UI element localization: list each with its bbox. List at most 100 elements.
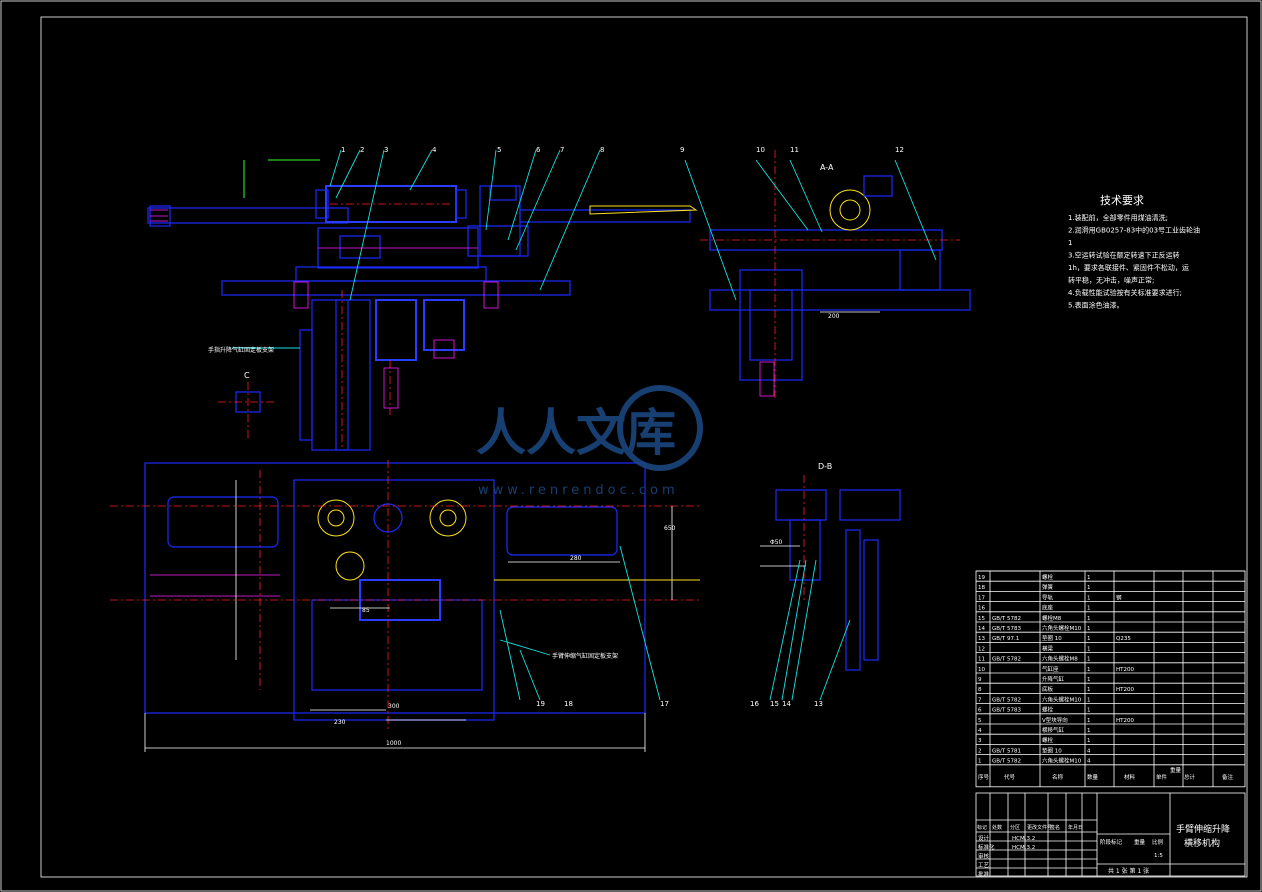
watermark: 人人文库 www.renrendoc.com — [476, 385, 703, 498]
tech-req-line: 1 — [1068, 239, 1072, 247]
bom-cell: HT200 — [1116, 718, 1134, 724]
mark-label: 比例 — [1152, 838, 1164, 846]
title-block: 标记处数分区更改文件号签名年月日设计标准化审核工艺批准HCM.3.2HCM.3.… — [975, 792, 1246, 878]
bom-cell: 16 — [978, 606, 985, 612]
bom-cell: 钢 — [1116, 593, 1122, 601]
part-label-16: 16 — [750, 700, 759, 708]
tech-req-line: 4.负载性能试验按有关标准要求进行; — [1068, 288, 1182, 297]
bom-header: 数量 — [1087, 773, 1099, 781]
bom-cell: 1 — [1087, 718, 1091, 724]
bom-cell: 六角头螺栓M10 — [1042, 695, 1082, 703]
bom-cell: 14 — [978, 626, 985, 632]
part-label-5: 5 — [497, 146, 501, 154]
bom-cell: 4 — [1087, 759, 1091, 765]
tech-req-line: 1.装配前，全部零件用煤油清洗; — [1068, 213, 1168, 222]
dim-a: 230 — [334, 719, 346, 726]
bom-cell: 1 — [1087, 677, 1091, 683]
aa-title: A-A — [820, 163, 834, 172]
bom-cell: 螺栓 — [1042, 736, 1054, 744]
bom-cell: 1 — [1087, 657, 1091, 663]
db-section — [760, 475, 901, 701]
std-code-2: HCM.3.2 — [1012, 845, 1035, 851]
part-label-4: 4 — [432, 146, 437, 154]
tech-req-line: 2.润滑用GB0257-83中的03号工业齿轮油 — [1068, 226, 1200, 235]
tech-req-line: 5.表面涂色油漆。 — [1068, 301, 1124, 310]
revision-label: 标记 — [977, 824, 987, 831]
bom-cell: 1 — [1087, 585, 1091, 591]
bom-cell: 13 — [978, 636, 985, 642]
svg-text:人人文库: 人人文库 — [476, 404, 676, 462]
bom-cell: 底座 — [1042, 604, 1054, 612]
bom-cell: GB/T 97.1 — [992, 636, 1019, 642]
bom-cell: 9 — [978, 677, 982, 683]
part-label-3: 3 — [384, 146, 388, 154]
db-title: D-B — [818, 462, 832, 471]
bom-cell: 底板 — [1042, 685, 1054, 693]
tech-req-line: 1h，要求各联接件、紧固件不松动，运 — [1068, 263, 1189, 272]
part-label-8: 8 — [600, 146, 604, 154]
bom-cell: 1 — [1087, 738, 1091, 744]
bom-cell: 4 — [1087, 748, 1091, 754]
bom-cell: 螺栓M8 — [1042, 614, 1062, 622]
callout-finger-lift: 手指升降气缸固定板支架 — [208, 346, 274, 354]
svg-text:www.renrendoc.com: www.renrendoc.com — [478, 483, 679, 498]
bom-cell: 8 — [978, 687, 982, 693]
bom-cell: 螺栓 — [1042, 706, 1054, 714]
bom-header: 备注 — [1222, 773, 1234, 781]
dim-d: 650 — [664, 525, 676, 532]
part-label-13: 13 — [814, 700, 823, 708]
bom-cell: 横移气缸 — [1042, 726, 1065, 734]
bom-cell: 5 — [978, 718, 982, 724]
aa-section — [684, 150, 971, 400]
bom-header: 单件 — [1156, 773, 1168, 781]
bom-cell: HT200 — [1116, 667, 1134, 673]
revision-label: 分区 — [1010, 824, 1020, 831]
row-label: 设计 — [978, 834, 990, 842]
bom-cell: GB/T 5783 — [992, 708, 1021, 714]
bom-cell: 1 — [1087, 728, 1091, 734]
part-label-2: 2 — [360, 146, 364, 154]
bom-cell: 7 — [978, 697, 982, 703]
bom-cell: HT200 — [1116, 687, 1134, 693]
part-label-9: 9 — [680, 146, 684, 154]
bom-cell: 6 — [978, 708, 982, 714]
part-label-7: 7 — [560, 146, 564, 154]
part-label-11: 11 — [790, 146, 799, 154]
bom-cell: 1 — [1087, 616, 1091, 622]
bom-cell: 3 — [978, 738, 982, 744]
drawing-subtitle: 横移机构 — [1184, 837, 1220, 849]
row-label: 工艺 — [978, 862, 990, 869]
bom-weight-header: 重量 — [1170, 766, 1182, 774]
bom-cell: 11 — [978, 657, 985, 663]
part-label-1: 1 — [341, 146, 345, 154]
bom-cell: 六角头螺栓M10 — [1042, 624, 1082, 632]
technical-requirements: 技术要求 1.装配前，全部零件用煤油清洗;2.润滑用GB0257-83中的03号… — [1068, 194, 1200, 310]
part-label-6: 6 — [536, 146, 541, 154]
bom-cell: 1 — [1087, 667, 1091, 673]
callout-arm-extend: 手臂伸缩气缸固定板支架 — [552, 652, 618, 660]
bom-header: 总计 — [1184, 773, 1196, 781]
bom-cell: 1 — [1087, 697, 1091, 703]
bom-cell: GB/T 5782 — [992, 759, 1021, 765]
bom-cell: 2 — [978, 748, 982, 754]
dim-g: Φ50 — [770, 539, 783, 546]
bom-cell: 垫圈 10 — [1042, 634, 1062, 642]
bom-cell: 1 — [1087, 626, 1091, 632]
dim-c: 280 — [570, 555, 582, 562]
bom-cell: V型块导向 — [1042, 716, 1068, 724]
bom-cell: 气缸座 — [1042, 665, 1059, 673]
part-label-12: 12 — [895, 146, 904, 154]
part-label-10: 10 — [756, 146, 765, 154]
bom-cell: 18 — [978, 585, 985, 591]
bom-cell: GB/T 5782 — [992, 697, 1021, 703]
revision-label: 签名 — [1050, 824, 1060, 831]
mark-label: 重量 — [1134, 838, 1146, 846]
bom-cell: 4 — [978, 728, 982, 734]
revision-label: 更改文件号 — [1027, 824, 1052, 831]
bom-cell: 1 — [1087, 708, 1091, 714]
bom-cell: 1 — [1087, 636, 1091, 642]
